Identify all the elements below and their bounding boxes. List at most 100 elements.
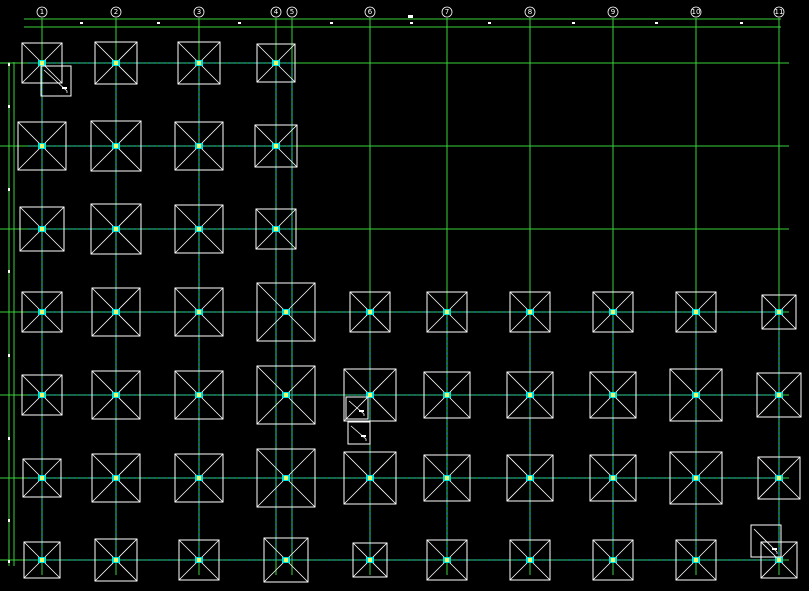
footing-outline (506, 371, 554, 419)
axis-bubble-label: 9 (611, 8, 615, 16)
footing-outline (21, 291, 63, 333)
axis-bubble-label: 8 (528, 8, 532, 16)
column-core-center (274, 61, 278, 65)
marker-tag (361, 435, 366, 437)
column-core-center (114, 393, 118, 397)
axis-bubble: 2 (110, 6, 122, 18)
column-core-center (284, 310, 288, 314)
footing-pad (761, 294, 797, 330)
footing-outline (91, 453, 141, 503)
column-core-center (274, 227, 278, 231)
column-core-center (528, 310, 532, 314)
axis-bubble-label: 4 (274, 8, 279, 16)
marker-hook (350, 425, 367, 441)
axis-bubble-circle (270, 6, 282, 18)
column-core-center (528, 393, 532, 397)
axis-bubble-label: 3 (197, 8, 201, 16)
footing-pad (352, 542, 388, 578)
column-core-center (528, 558, 532, 562)
footing-pad (19, 206, 65, 252)
column-core-center (611, 476, 615, 480)
footing-outline (675, 291, 717, 333)
column-core-center (611, 558, 615, 562)
column-core-center (694, 393, 698, 397)
column-core-center (694, 558, 698, 562)
dimension-text-mark (8, 188, 10, 191)
footing-pad (756, 372, 802, 418)
plan-view-marker-icon (345, 396, 369, 420)
footing-outline (91, 370, 141, 420)
footing-outline (21, 42, 63, 84)
column-core-center (114, 476, 118, 480)
footing-outline (254, 124, 298, 168)
dimension-text-mark (410, 22, 413, 24)
axis-bubble: 6 (364, 6, 376, 18)
footing-outline (669, 368, 723, 422)
column-core-center (694, 310, 698, 314)
column-core-center (114, 227, 118, 231)
plan-view-marker-icon (40, 65, 72, 97)
footing-pad (90, 120, 142, 172)
column-core-center (284, 393, 288, 397)
marker-tag (359, 410, 364, 412)
footing-outline (343, 451, 397, 505)
axis-bubble-label: 5 (290, 8, 294, 16)
dimension-text-mark (572, 22, 575, 24)
footing-outline (256, 448, 316, 508)
footing-outline (423, 454, 471, 502)
column-core-center (445, 476, 449, 480)
column-core-center (40, 393, 44, 397)
footing-pad (22, 458, 62, 498)
footing-pad (21, 374, 63, 416)
footing-pad (94, 538, 138, 582)
axis-bubble-circle (110, 6, 122, 18)
footing-outline (255, 208, 297, 250)
footing-pad (592, 539, 634, 581)
column-core-center (114, 144, 118, 148)
footing-pad (255, 208, 297, 250)
dimension-text-mark (8, 354, 10, 357)
dimension-text-mark (8, 560, 10, 563)
footing-pad (263, 537, 309, 583)
footing-outline (263, 537, 309, 583)
footing-pad (174, 453, 224, 503)
axis-bubble: 11 (773, 6, 785, 18)
dimension-text-mark (8, 105, 10, 108)
column-core-center (40, 61, 44, 65)
footing-outline (90, 203, 142, 255)
footing-pad (760, 541, 798, 579)
footing-pad (256, 448, 316, 508)
column-core-center (777, 558, 781, 562)
column-core-center (445, 310, 449, 314)
footing-outline (23, 541, 61, 579)
footing-outline (94, 538, 138, 582)
marker-frame (750, 524, 782, 558)
marker-frame (347, 421, 371, 445)
footing-outline (178, 539, 220, 581)
column-core-center (114, 61, 118, 65)
footing-pad (174, 204, 224, 254)
axis-bubble: 4 (270, 6, 282, 18)
footing-outline (423, 371, 471, 419)
footing-pad (256, 282, 316, 342)
footing-pad (256, 43, 296, 83)
footing-pad (21, 42, 63, 84)
footing-outline (761, 294, 797, 330)
column-core-center (284, 476, 288, 480)
axis-bubble-circle (441, 6, 453, 18)
footing-pad (757, 456, 801, 500)
axis-bubble-label: 6 (368, 8, 373, 16)
footing-pad (174, 370, 224, 420)
footing-pad (23, 541, 61, 579)
axis-bubble: 9 (607, 6, 619, 18)
column-core-center (777, 476, 781, 480)
marker-tag (62, 87, 67, 89)
marker-tag (772, 548, 777, 550)
dimension-text-mark (8, 519, 10, 522)
axis-bubble-label: 10 (692, 8, 701, 16)
axis-bubble-circle (773, 6, 785, 18)
footing-outline (426, 291, 468, 333)
footing-outline (174, 370, 224, 420)
